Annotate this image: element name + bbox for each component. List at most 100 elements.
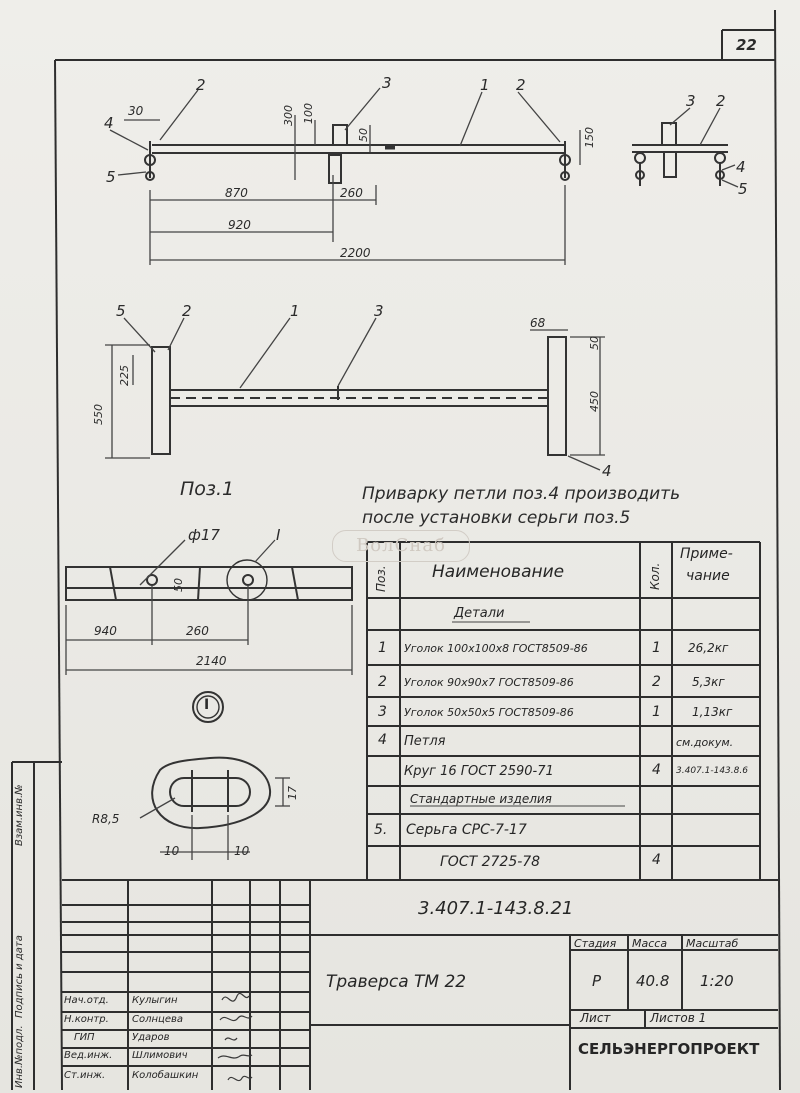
signature-name: Шлимович: [132, 1050, 188, 1061]
organization-name: СЕЛЬЭНЕРГОПРОЕКТ: [578, 1040, 760, 1058]
spec-row-note: см.докум.: [676, 736, 734, 749]
spec-row-pos: 3: [378, 704, 387, 720]
detail-part-drawing: [65, 559, 353, 601]
scale-value: 1:20: [700, 972, 734, 990]
stage-label: Стадия: [574, 937, 617, 950]
detail-callout-label: I: [204, 697, 210, 713]
dim-2140: 2140: [196, 654, 227, 668]
top-callout-3: 3: [382, 74, 392, 92]
note-line-2: после установки серьги поз.5: [362, 508, 631, 528]
side-callout-5: 5: [738, 180, 748, 198]
spec-row-note: 1,13кг: [692, 705, 733, 719]
spec-row-name: ГОСТ 2725-78: [440, 854, 541, 870]
spec-header-qty: Кол.: [648, 562, 662, 590]
top-callout-2b: 2: [516, 76, 526, 94]
dim-50-detail: 50: [172, 578, 185, 592]
signature-name: Ударов: [132, 1032, 170, 1043]
signature-name: Солнцева: [132, 1014, 184, 1025]
spec-row-qty: 4: [652, 762, 661, 778]
stage-value: Р: [592, 972, 602, 990]
plan-callout-3: 3: [374, 302, 384, 320]
top-callout-4: 4: [104, 114, 114, 132]
detail-part-dimensions: [65, 539, 353, 675]
dim-100: 100: [302, 103, 315, 124]
signature-scribbles: [217, 992, 253, 1082]
dim-10a: 10: [164, 844, 180, 858]
dim-550: 550: [92, 404, 105, 425]
spec-row-pos: 4: [378, 732, 387, 748]
dim-2200: 2200: [340, 246, 371, 260]
dim-450: 450: [588, 391, 601, 412]
detail-ref-I: I: [276, 526, 281, 544]
spec-row-pos: 1: [378, 640, 387, 656]
spec-row-name: Уголок 90x90x7 ГОСТ8509-86: [404, 676, 574, 689]
frame-left-line: [54, 59, 63, 1091]
side-callout-2: 2: [716, 92, 726, 110]
dim-870: 870: [225, 186, 248, 200]
dim-260-detail: 260: [186, 624, 209, 638]
plan-callout-2: 2: [182, 302, 192, 320]
top-callout-5: 5: [106, 168, 116, 186]
spec-row-name: Петля: [404, 734, 446, 749]
plan-view-dimensions: [105, 317, 605, 471]
dim-920: 920: [228, 218, 251, 232]
side-label-signature-date: Подпись и дата: [14, 935, 25, 1018]
signature-role: Нач.отд.: [64, 995, 109, 1006]
position-label: Поз.1: [180, 478, 235, 500]
sheets-label: Листов 1: [650, 1011, 707, 1025]
scale-label: Масштаб: [686, 937, 739, 950]
spec-row-qty: 1: [652, 640, 661, 656]
dim-50: 50: [357, 128, 370, 142]
dim-17: 17: [286, 786, 299, 800]
spec-row-pos: 5.: [374, 822, 388, 838]
sheet-label: Лист: [580, 1011, 611, 1025]
side-label-replacement: Взам.инв.№: [14, 784, 25, 846]
signature-role: Вед.инж.: [64, 1050, 113, 1061]
dim-50-plan: 50: [588, 336, 601, 350]
spec-row-name: Уголок 100x100x8 ГОСТ8509-86: [404, 642, 588, 655]
signature-role: Н.контр.: [64, 1014, 109, 1025]
sheet-number: 22: [736, 36, 757, 54]
spec-row-note: 5,3кг: [692, 675, 725, 689]
spec-header-name: Наименование: [432, 562, 565, 582]
dim-300: 300: [282, 105, 295, 126]
spec-row-name: Серьга СРС-7-17: [406, 822, 527, 838]
spec-header-note1: Приме-: [680, 546, 733, 562]
spec-row-name: Круг 16 ГОСТ 2590-71: [404, 764, 554, 779]
title-block-grid: [62, 879, 778, 1090]
mass-value: 40.8: [636, 972, 670, 990]
spec-header-pos: Поз.: [374, 565, 388, 592]
spec-row-qty: 1: [652, 704, 661, 720]
side-label-inventory: Инв.№подл.: [14, 1025, 25, 1088]
plan-view-drawing: [151, 336, 567, 456]
dim-hole-diameter: ф17: [188, 526, 220, 544]
side-view-drawing: [632, 122, 728, 186]
signature-role: Ст.инж.: [64, 1070, 106, 1081]
signature-role: ГИП: [74, 1032, 95, 1043]
top-view-dimensions: [109, 87, 581, 265]
dim-150: 150: [583, 127, 596, 148]
spec-row-qty: 2: [652, 674, 661, 690]
dim-940: 940: [94, 624, 117, 638]
plan-callout-4: 4: [602, 462, 612, 480]
dim-225: 225: [118, 365, 131, 386]
dim-260: 260: [340, 186, 363, 200]
mass-label: Масса: [632, 937, 668, 950]
frame-right-line: [774, 9, 781, 1091]
spec-header-note2: чание: [686, 568, 730, 584]
dim-68: 68: [530, 316, 546, 330]
spec-row-qty: 4: [652, 852, 661, 868]
side-callout-3: 3: [686, 92, 696, 110]
top-view-drawing: [144, 124, 571, 184]
doc-code: 3.407.1-143.8.21: [418, 898, 574, 919]
spec-row-pos: 2: [378, 674, 387, 690]
plan-callout-5: 5: [116, 302, 126, 320]
side-callout-4: 4: [736, 158, 746, 176]
note-line-1: Приварку петли поз.4 производить: [362, 484, 681, 504]
signature-name: Кулыгин: [132, 995, 178, 1006]
spec-section-standard: Стандартные изделия: [410, 792, 552, 806]
detail-callout-circle: [192, 691, 224, 723]
spec-row-note: 26,2кг: [688, 641, 729, 655]
loop-detail-drawing: [151, 756, 272, 830]
